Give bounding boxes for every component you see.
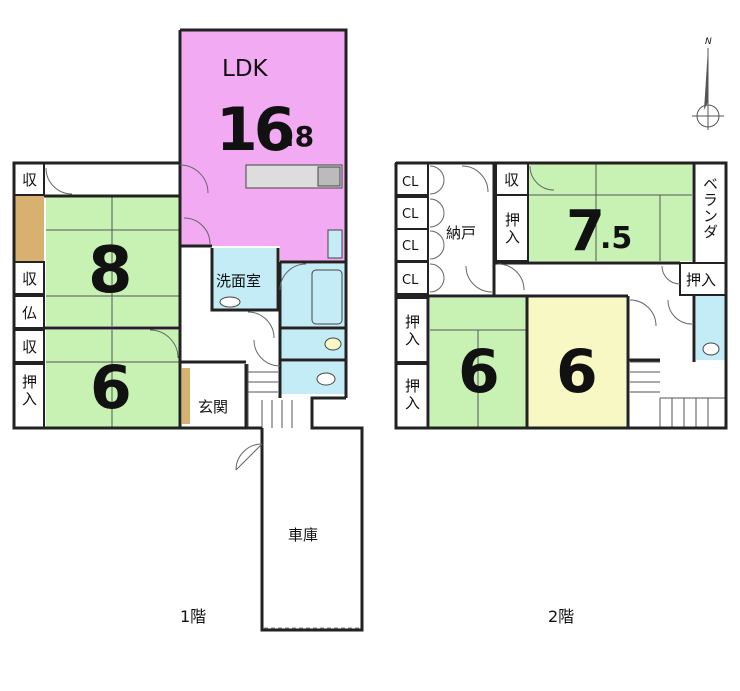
stairs-1f [247,364,293,428]
room-7-5-tatami [528,163,692,261]
ldk-room [180,30,346,263]
ldk-size-decimal: .8 [284,120,314,153]
garage-label: 車庫 [288,526,318,544]
room-6b-size: 6 [556,337,598,407]
fridge-icon [327,229,343,259]
butsu-label: 仏 [22,304,37,322]
cl4-label: CL [402,273,419,288]
room-7-size-main: 7 [566,199,605,264]
shoe-rack [182,368,190,424]
compass-north-label: N [705,37,712,47]
room-6-tatami-1f [46,330,180,428]
cl1-label: CL [402,175,419,190]
genkan-area [180,364,246,428]
room-8-tatami [46,196,180,326]
oshiire-label-1f: 押入 [20,374,38,408]
senmen-label: 洗面室 [216,272,261,290]
ldk-label: LDK [222,56,269,82]
toilet-icon-2f [702,342,720,356]
oshiire-top-label: 押入 [503,212,521,246]
toilet-room-1f-b [280,362,346,394]
oshiire-left2-label: 押入 [403,378,421,412]
shu-mid-label: 収 [22,270,37,288]
room-6b-tatami [528,298,626,428]
shu-2f-label: 収 [504,171,519,189]
stairs-2f [630,361,726,428]
floor1: LDK 16 .8 8 6 洗面室 玄関 車庫 収 収 仏 収 押入 1階 [12,28,364,632]
genkan-label: 玄関 [198,398,228,416]
sink-icon [219,296,241,308]
room-6a-size: 6 [458,337,500,407]
oshiire-right-label: 押入 [686,271,716,289]
nando-label: 納戸 [446,224,476,242]
cl2-label: CL [402,207,419,222]
floor1-label: 1階 [180,607,206,626]
oshiire-left1-label: 押入 [403,314,421,348]
room-8-size: 8 [88,234,133,308]
room-7-size-decimal: .5 [600,221,632,256]
compass-icon: N [692,37,724,130]
bathtub [311,269,343,325]
floor2-label: 2階 [548,607,574,626]
shu-bot-label: 収 [22,338,37,356]
toilet-icon-1f-a [324,337,342,351]
floor2: CL CL CL CL 納戸 収 押入 7 .5 ベランダ 押入 押入 押入 6… [394,161,728,626]
cl3-label: CL [402,239,419,254]
stairs-1f-left [14,196,44,261]
shu-top-label: 収 [22,171,37,189]
ldk-size-main: 16 [216,95,293,165]
garage [262,428,362,630]
veranda-label: ベランダ [701,176,719,240]
toilet-icon-1f-b [316,372,336,386]
stove-icon [317,166,341,187]
room-6-size-1f: 6 [90,353,132,423]
